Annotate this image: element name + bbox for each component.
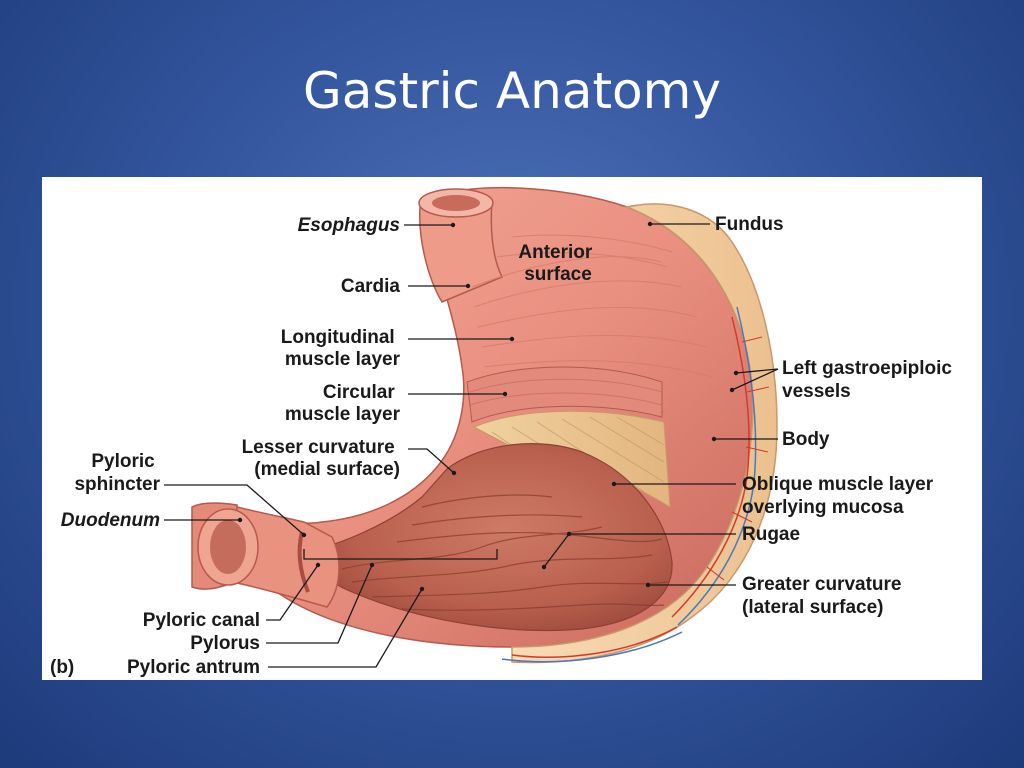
leader-lines: [164, 221, 779, 668]
pyloric-region: [231, 506, 340, 608]
greater-curvature-label: Greater curvature (lateral surface): [742, 574, 907, 618]
panel-label: (b): [50, 657, 74, 678]
pyloric-sphincter-ring: [297, 531, 310, 593]
anterior-surface-label: Anterior surface: [518, 242, 597, 285]
left-gastroepiploic-label: Left gastroepiploic vessels: [782, 358, 957, 402]
slide-title: Gastric Anatomy: [303, 62, 721, 120]
pylorus-label: Pylorus: [190, 633, 260, 654]
pyloric-sphincter-label: Pyloric sphincter: [74, 451, 160, 495]
rugae-label: Rugae: [742, 524, 800, 545]
duodenum-lumen: [210, 520, 246, 574]
lesser-curvature-label: Lesser curvature (medial surface): [242, 437, 400, 480]
pyloric-antrum-label: Pyloric antrum: [127, 657, 260, 678]
longitudinal-muscle-label: Longitudinal muscle layer: [281, 327, 401, 370]
stomach-diagram: Anterior surface Esophagus Cardia Longit…: [42, 177, 982, 680]
esophagus-lumen: [432, 195, 480, 211]
esophagus-label: Esophagus: [298, 215, 400, 236]
oblique-muscle-label: Oblique muscle layer overlying mucosa: [742, 474, 938, 518]
fundus-label: Fundus: [715, 214, 784, 235]
pyloric-canal-bracket: [303, 549, 498, 560]
circular-muscle-label: Circular muscle layer: [285, 382, 401, 425]
circular-striations: [469, 378, 663, 406]
circular-muscle-band: [466, 366, 663, 423]
stomach-illustration: Anterior surface Esophagus Cardia Longit…: [50, 186, 957, 678]
body-label: Body: [782, 429, 830, 450]
longitudinal-striations: [471, 234, 713, 378]
duodenum-label: Duodenum: [61, 510, 160, 531]
rugae-folds: [341, 494, 668, 611]
esophagus-tube: [418, 201, 504, 303]
cardia-label: Cardia: [341, 276, 401, 297]
pyloric-canal-label: Pyloric canal: [143, 610, 260, 631]
